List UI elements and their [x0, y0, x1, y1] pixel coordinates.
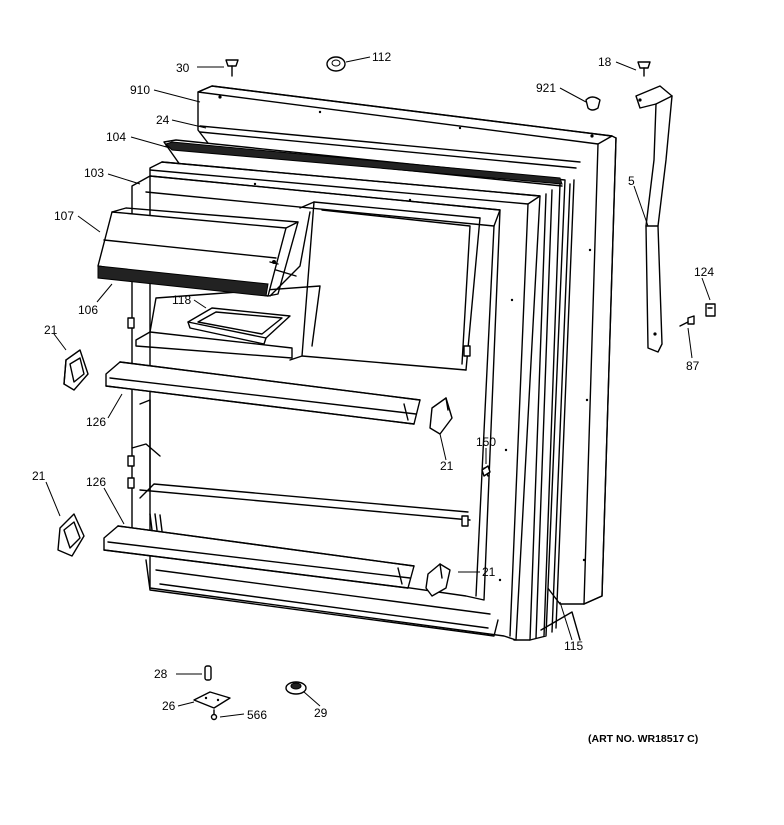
- callout-21-lower-left: 21: [32, 469, 46, 483]
- middle-compartment: [127, 399, 471, 532]
- screw-30: [225, 59, 239, 77]
- callout-labels: 30 112 18 910 921 24 104 103 5 107 124 1…: [32, 50, 714, 745]
- screw-87: [679, 315, 695, 327]
- callout-29: 29: [314, 706, 328, 720]
- screw-566: [210, 709, 218, 721]
- dairy-door: [97, 207, 311, 297]
- screw-18: [637, 61, 651, 77]
- callout-103: 103: [84, 166, 104, 180]
- plug-112: [326, 56, 346, 72]
- callout-115: 115: [564, 639, 583, 653]
- door-handle: [635, 85, 673, 353]
- upper-compartments: [127, 201, 481, 371]
- callout-566: 566: [247, 708, 267, 722]
- butter-tray: [187, 307, 291, 345]
- hinge-plate-26: [193, 691, 231, 709]
- shelf-bar-lower: [103, 525, 415, 589]
- shelf-clip-upper-left: [63, 349, 89, 391]
- callout-24: 24: [156, 113, 170, 127]
- callout-150: 150: [476, 435, 496, 449]
- shelf-bar-upper: [105, 361, 421, 425]
- plug-921: [585, 96, 601, 111]
- bushing-29: [285, 681, 307, 695]
- pin-28: [204, 665, 212, 681]
- shelf-clip-lower-right: [425, 563, 451, 597]
- callout-112: 112: [372, 50, 391, 64]
- callout-126-upper: 126: [86, 415, 106, 429]
- callout-118: 118: [172, 293, 191, 307]
- callout-124: 124: [694, 265, 714, 279]
- callout-30: 30: [176, 61, 190, 75]
- callout-21-upper-left: 21: [44, 323, 58, 337]
- screw-150: [481, 465, 491, 477]
- callout-910: 910: [130, 83, 150, 97]
- art-number: (ART NO. WR18517 C): [588, 733, 698, 745]
- callout-18: 18: [598, 55, 612, 69]
- callout-26: 26: [162, 699, 176, 713]
- callout-106: 106: [78, 303, 98, 317]
- callout-21-lower-right: 21: [482, 565, 496, 579]
- callout-5: 5: [628, 174, 635, 188]
- callout-126-lower: 126: [86, 475, 106, 489]
- shelf-clip-upper-right: [429, 397, 453, 435]
- callout-104: 104: [106, 130, 126, 144]
- callout-921: 921: [536, 81, 556, 95]
- callout-21-upper-right: 21: [440, 459, 454, 473]
- callout-107: 107: [54, 209, 74, 223]
- callout-28: 28: [154, 667, 168, 681]
- leader-lines: [45, 56, 711, 718]
- handle-cap-124: [705, 303, 716, 317]
- shelf-clip-lower-left: [57, 513, 85, 557]
- callout-87: 87: [686, 359, 700, 373]
